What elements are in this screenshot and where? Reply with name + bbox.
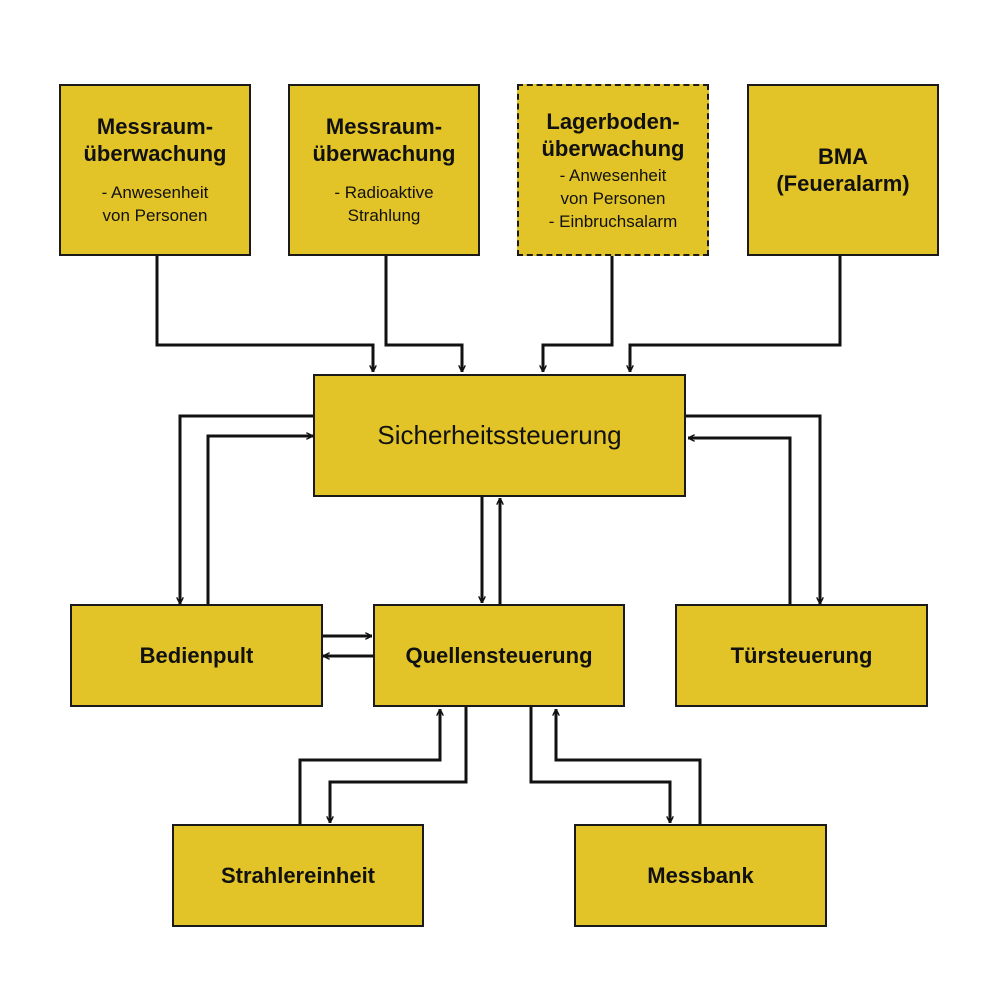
arrow-messraum2-to-safety bbox=[384, 255, 462, 372]
arrow-quelle-to-messbank bbox=[529, 706, 670, 823]
strahlereinheit-label: Strahlereinheit bbox=[220, 862, 376, 888]
arrow-lagerboden-to-safety bbox=[543, 255, 614, 372]
arrow-messbank-to-quelle bbox=[556, 709, 702, 824]
box-title-line: überwachung bbox=[541, 135, 685, 161]
box-title-line: Lagerboden- bbox=[546, 108, 680, 134]
arrow-bma-to-safety bbox=[630, 255, 842, 372]
box-title-line: Messraum- bbox=[325, 114, 443, 139]
sicherheitssteuerung-label: Sicherheitssteuerung bbox=[377, 420, 622, 450]
arrow-strahler-to-quelle bbox=[298, 709, 440, 824]
bma-box: BMA (Feueralarm) bbox=[747, 84, 939, 256]
box-title-line: Messraum- bbox=[96, 114, 214, 139]
tuersteuerung-label: Türsteuerung bbox=[730, 642, 873, 668]
arrow-safety-to-bedienpult bbox=[180, 414, 315, 604]
arrow-safety-to-tuer bbox=[686, 414, 820, 604]
box-title-line: überwachung bbox=[312, 141, 456, 166]
bedienpult-label: Bedienpult bbox=[139, 642, 254, 668]
box-sub-line: - Einbruchsalarm bbox=[548, 211, 678, 231]
messraum-presence-box: Messraum- überwachung - Anwesenheit von … bbox=[59, 84, 251, 256]
quellensteuerung-label: Quellensteuerung bbox=[405, 642, 593, 668]
box-sub-line: von Personen bbox=[560, 188, 666, 208]
box-sub-line: - Anwesenheit bbox=[101, 183, 209, 202]
messbank-label: Messbank bbox=[647, 862, 754, 888]
tuersteuerung-box: Türsteuerung bbox=[675, 604, 928, 707]
box-sub-line: von Personen bbox=[102, 206, 208, 225]
arrow-bedienpult-to-safety bbox=[206, 436, 313, 604]
messraum-radiation-box: Messraum- überwachung - Radioaktive Stra… bbox=[288, 84, 480, 256]
arrow-quelle-to-strahler bbox=[330, 706, 468, 823]
box-title-line: (Feueralarm) bbox=[776, 171, 910, 196]
arrow-tuer-to-safety bbox=[688, 438, 792, 604]
box-title-line: überwachung bbox=[83, 141, 227, 166]
box-title-line: BMA bbox=[817, 144, 869, 169]
box-sub-line: - Anwesenheit bbox=[559, 165, 667, 185]
bedienpult-box: Bedienpult bbox=[70, 604, 323, 707]
lagerboden-box: Lagerboden- überwachung - Anwesenheit vo… bbox=[517, 84, 709, 256]
box-sub-line: Strahlung bbox=[347, 206, 421, 225]
box-sub-line: - Radioaktive bbox=[334, 183, 434, 202]
arrow-messraum1-to-safety bbox=[155, 255, 373, 372]
strahlereinheit-box: Strahlereinheit bbox=[172, 824, 424, 927]
messbank-box: Messbank bbox=[574, 824, 827, 927]
sicherheitssteuerung-box: Sicherheitssteuerung bbox=[313, 374, 686, 497]
quellensteuerung-box: Quellensteuerung bbox=[373, 604, 625, 707]
